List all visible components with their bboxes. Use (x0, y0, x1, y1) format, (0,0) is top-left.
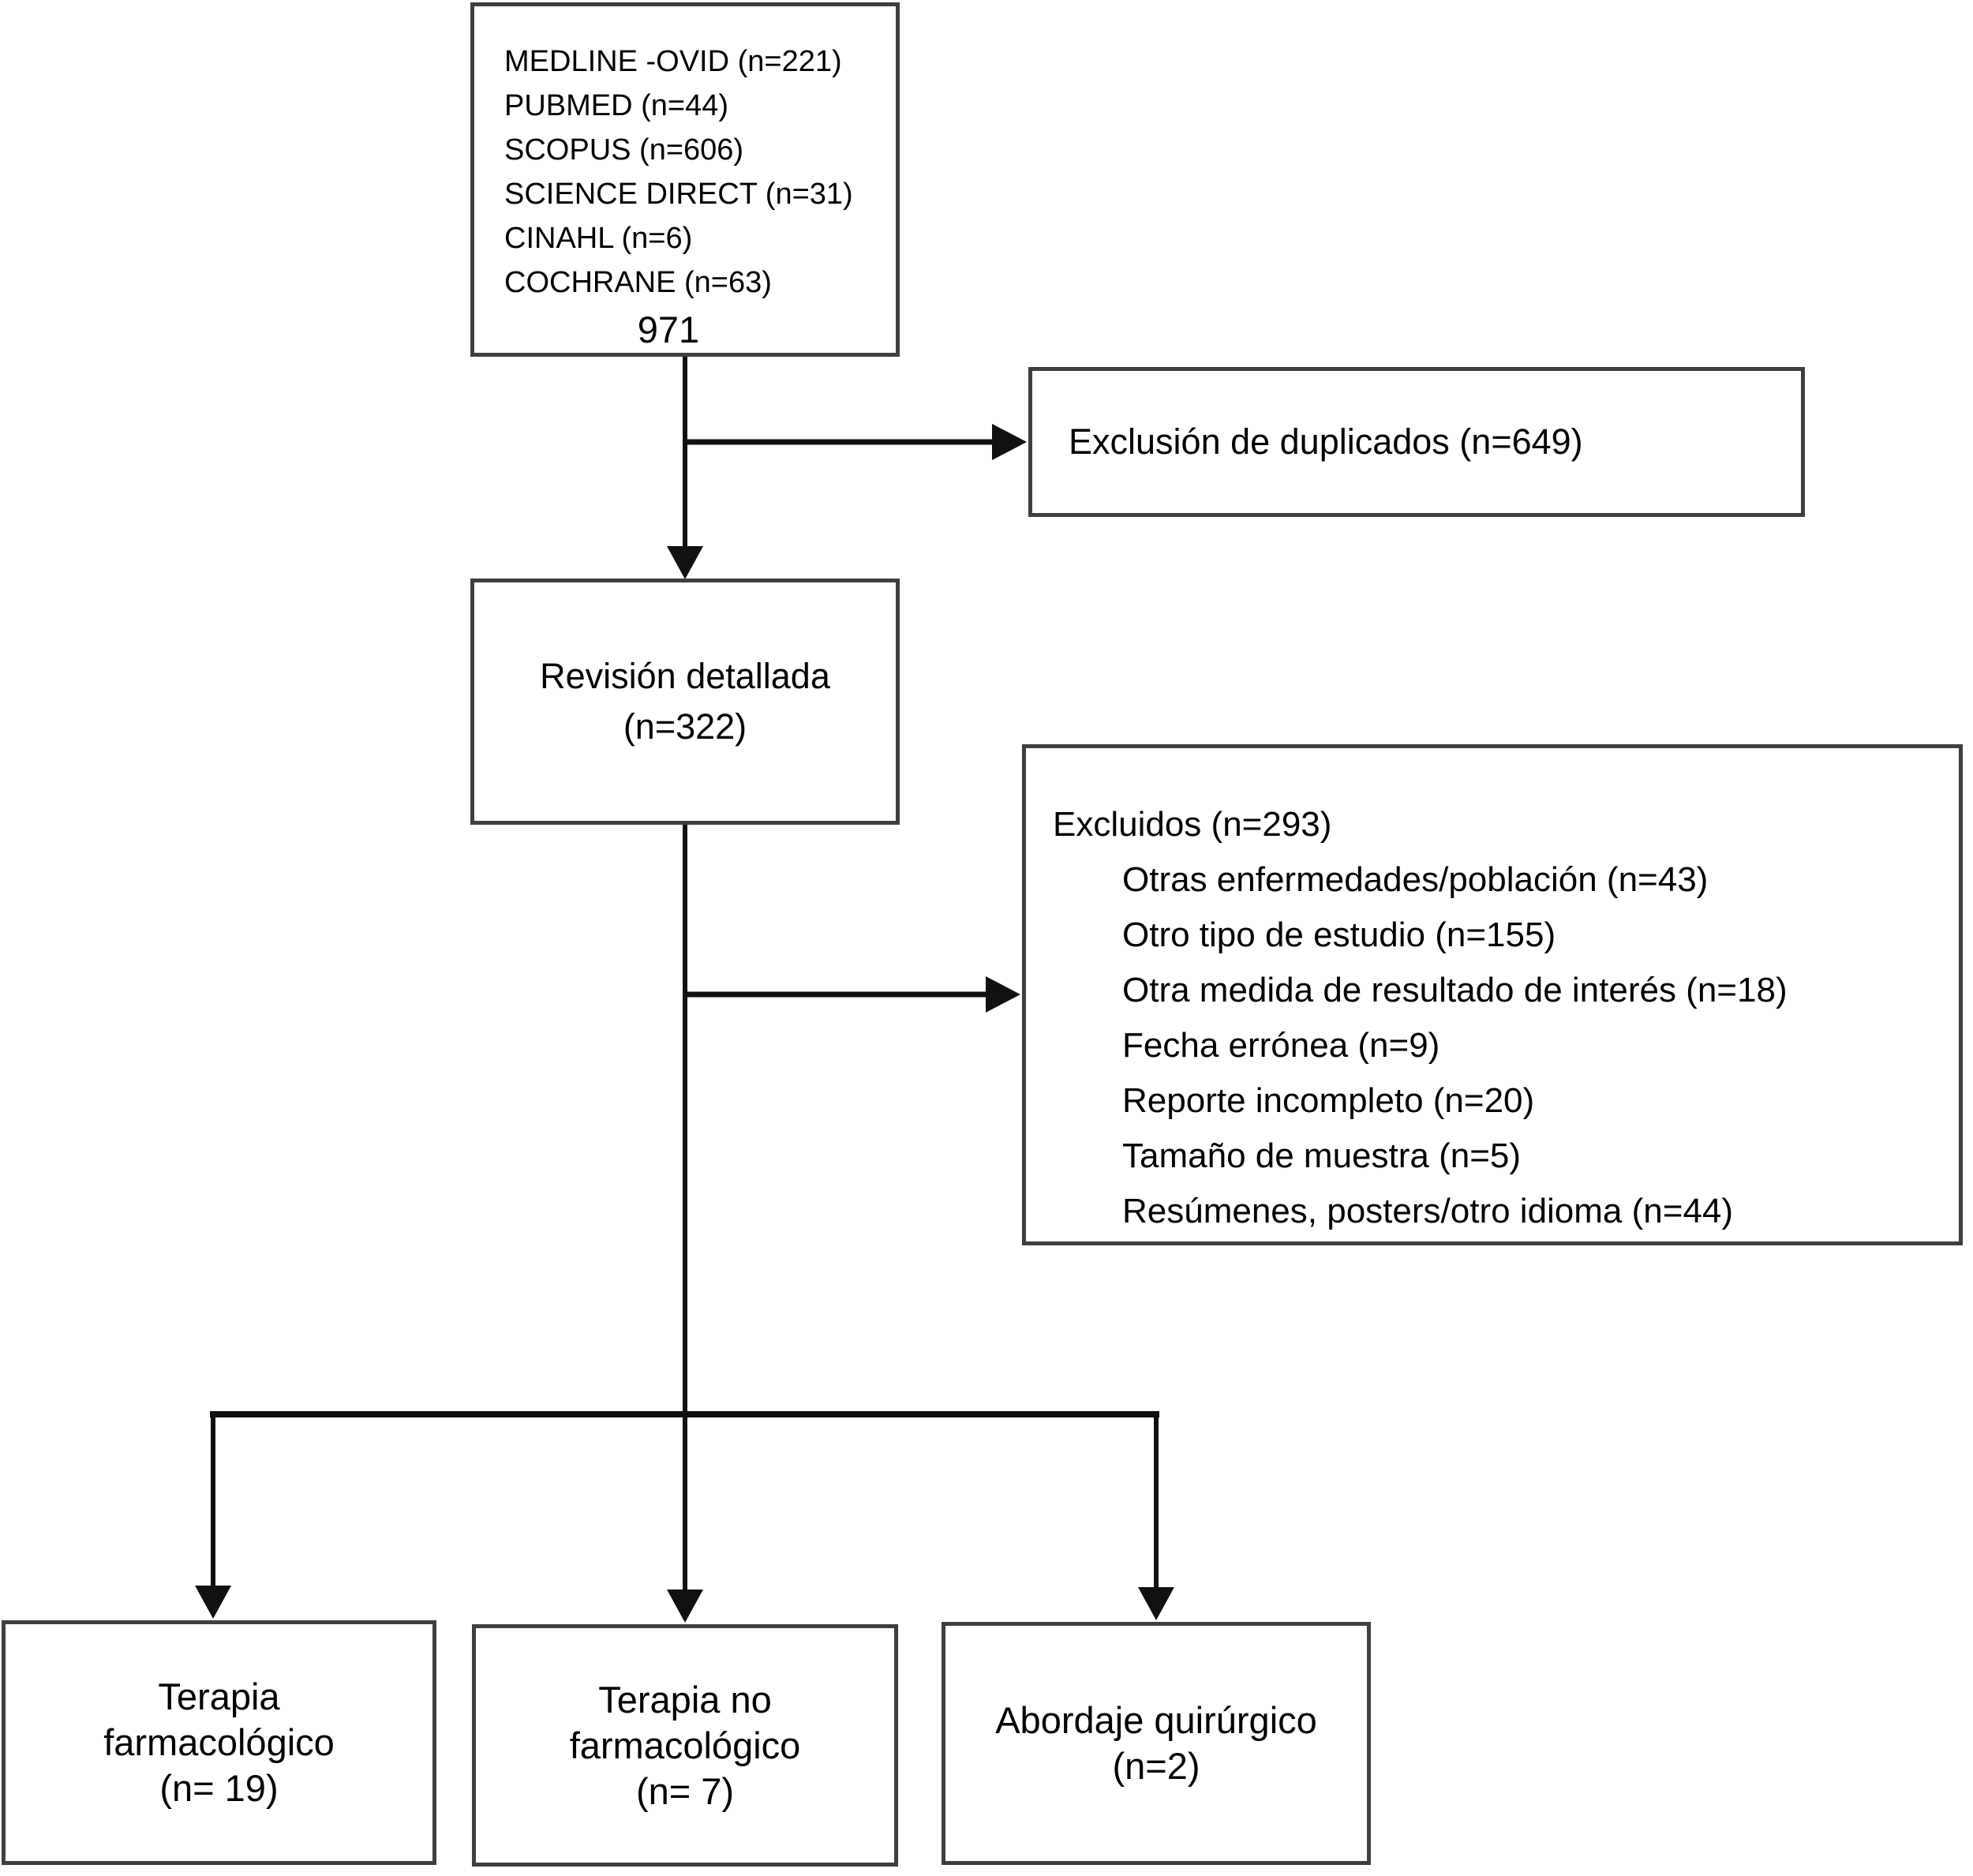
excluded-reason-other-diseases: Otras enfermedades/población (n=43) (1122, 860, 1709, 899)
detailed-review-title: Revisión detallada (540, 656, 830, 696)
sources-box: MEDLINE -OVID (n=221) PUBMED (n=44) SCOP… (470, 2, 900, 357)
source-item-medline: MEDLINE -OVID (n=221) (504, 45, 842, 78)
detailed-review-count: (n=322) (623, 706, 747, 747)
excluded-reasons-box: Excluidos (n=293) Otras enfermedades/pob… (1022, 744, 1963, 1245)
excluded-reason-sample-size: Tamaño de muestra (n=5) (1122, 1136, 1522, 1175)
outcome-pharmacological-line1: Terapia (158, 1676, 280, 1717)
outcome-box-surgical: Abordaje quirúrgico (n=2) (942, 1622, 1371, 1865)
excluded-reason-wrong-date: Fecha errónea (n=9) (1122, 1026, 1440, 1065)
duplicates-excluded-box: Exclusión de duplicados (n=649) (1028, 367, 1805, 517)
outcome-non-pharmacological-line2: farmacológico (569, 1724, 801, 1766)
outcome-box-pharmacological: Terapia farmacológico (n= 19) (2, 1620, 436, 1865)
detailed-review-box: Revisión detallada (n=322) (470, 579, 900, 825)
sources-total-count: 971 (637, 309, 700, 350)
excluded-reason-outcome-measure: Otra medida de resultado de interés (n=1… (1122, 971, 1788, 1009)
arrowhead-into-outcome-left (195, 1586, 231, 1619)
source-item-cinahl: CINAHL (n=6) (504, 222, 693, 255)
source-item-scopus: SCOPUS (n=606) (504, 133, 744, 167)
outcome-surgical-line1: Abordaje quirúrgico (995, 1699, 1317, 1741)
excluded-reason-incomplete-report: Reporte incompleto (n=20) (1122, 1081, 1535, 1120)
excluded-reason-study-type: Otro tipo de estudio (n=155) (1122, 916, 1556, 954)
arrowhead-into-outcome-right (1138, 1587, 1174, 1620)
outcome-box-non-pharmacological: Terapia no farmacológico (n= 7) (472, 1624, 898, 1867)
arrowhead-into-review (667, 546, 703, 579)
arrowhead-into-outcome-middle (667, 1590, 703, 1623)
outcome-non-pharmacological-count: (n= 7) (635, 1769, 735, 1812)
outcome-surgical-count: (n=2) (1112, 1745, 1200, 1787)
excluded-header: Excluidos (n=293) (1053, 805, 1332, 844)
outcome-pharmacological-count: (n= 19) (159, 1767, 279, 1809)
source-item-cochrane: COCHRANE (n=63) (504, 266, 772, 299)
source-item-pubmed: PUBMED (n=44) (504, 89, 729, 122)
arrowhead-into-excluded (986, 976, 1020, 1013)
duplicates-excluded-label: Exclusión de duplicados (n=649) (1069, 421, 1583, 462)
excluded-reason-abstracts-posters: Resúmenes, posters/otro idioma (n=44) (1122, 1192, 1734, 1230)
outcome-pharmacological-line2: farmacológico (103, 1721, 335, 1763)
outcome-non-pharmacological-line1: Terapia no (598, 1678, 772, 1721)
source-item-sciencedirect: SCIENCE DIRECT (n=31) (504, 178, 853, 211)
arrowhead-into-duplicates (992, 424, 1027, 460)
